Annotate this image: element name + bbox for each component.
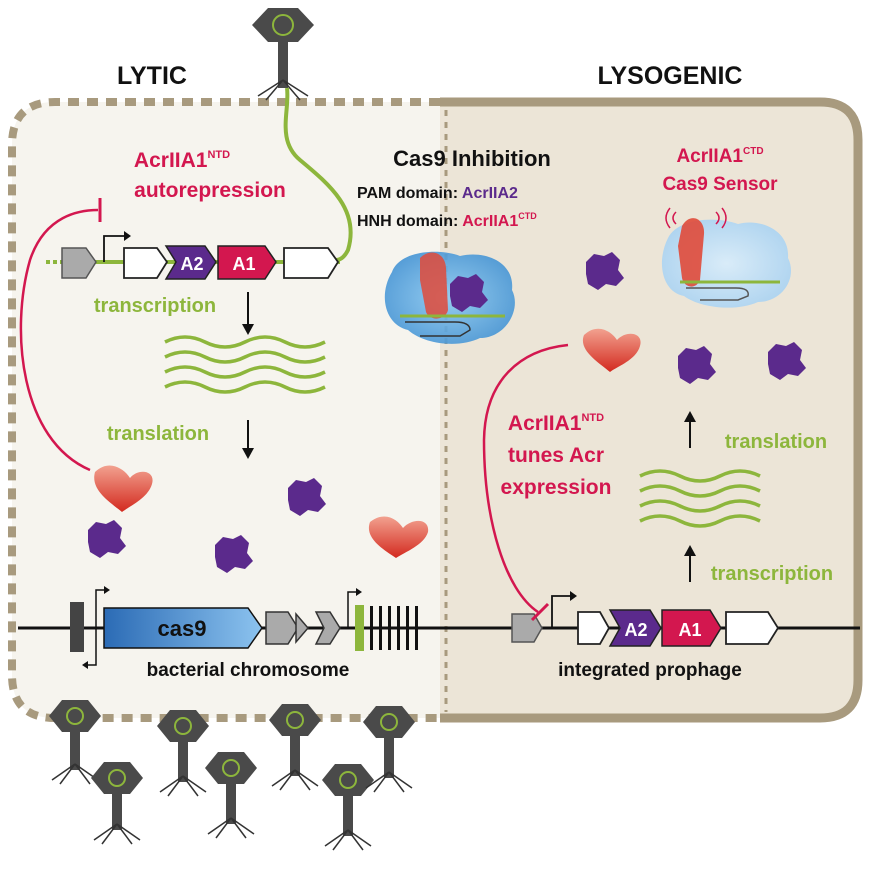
phage-icon bbox=[269, 704, 321, 791]
gene-a2-box bbox=[164, 245, 217, 280]
bacterial-chromosome-label: bacterial chromosome bbox=[147, 660, 350, 681]
promoter-arrow-icon bbox=[347, 591, 356, 628]
gene-box-empty bbox=[123, 247, 169, 279]
cas9-sensor-complex-icon bbox=[661, 207, 792, 308]
arrow-down-icon bbox=[242, 292, 254, 335]
promoter-arrow-icon bbox=[551, 595, 570, 628]
transcription-label-left: transcription bbox=[94, 295, 216, 317]
phage-icon bbox=[205, 752, 257, 839]
arrow-down-icon bbox=[242, 420, 254, 459]
prophage-operon: A2 A1 bbox=[511, 591, 780, 647]
expression-label: expression bbox=[501, 476, 612, 499]
tunes-acr-label: tunes Acr bbox=[508, 444, 604, 467]
arrow-up-icon bbox=[684, 411, 696, 448]
phage-icon bbox=[49, 700, 101, 785]
tuning-arc bbox=[482, 343, 569, 614]
gene-a2-label: A2 bbox=[624, 620, 647, 640]
tunes-acr1-ntd-label: AcrIIA1NTD bbox=[508, 412, 604, 435]
phage-icon bbox=[91, 762, 143, 845]
gene-a1-box bbox=[217, 245, 277, 280]
mrna-waves-right bbox=[639, 469, 761, 528]
protein-red-icon bbox=[368, 516, 429, 558]
gene-small-grey bbox=[295, 611, 309, 645]
promoter-arrow-icon bbox=[103, 235, 124, 262]
translation-label-left: translation bbox=[107, 423, 209, 445]
gene-a1-label: A1 bbox=[678, 620, 701, 640]
transcription-label-right: transcription bbox=[711, 563, 833, 585]
cas9-complex-icon bbox=[384, 251, 515, 344]
injected-dna bbox=[283, 87, 353, 262]
phage-injecting-icon bbox=[252, 8, 314, 101]
gene-block-dark bbox=[70, 602, 84, 652]
phage-icon bbox=[363, 706, 415, 793]
gene-a1-box bbox=[661, 609, 722, 647]
sensor-acr1-ctd-label: AcrIIA1CTD bbox=[676, 146, 763, 167]
lysogenic-header: LYSOGENIC bbox=[598, 62, 743, 90]
mrna-waves-left bbox=[164, 335, 326, 394]
crispr-array bbox=[370, 606, 418, 650]
promoter-arrow-icon bbox=[88, 628, 97, 666]
gene-a2-label: A2 bbox=[180, 254, 203, 274]
gene-small-grey bbox=[265, 611, 299, 645]
cas9-gene-box bbox=[103, 607, 263, 649]
gene-small-grey bbox=[314, 611, 341, 645]
hnh-domain-label: HNH domain: AcrIIA1CTD bbox=[357, 211, 537, 230]
gene-box-empty-2 bbox=[283, 247, 340, 279]
bacterial-chromosome-genes: cas9 bbox=[70, 586, 418, 669]
translation-label-right: translation bbox=[725, 431, 827, 453]
cas9-inhibition-title: Cas9 Inhibition bbox=[393, 146, 551, 171]
cas9-gene-label: cas9 bbox=[158, 616, 207, 641]
lytic-header: LYTIC bbox=[117, 62, 187, 90]
gene-a2-box bbox=[608, 609, 662, 647]
autorepression-label: autorepression bbox=[134, 179, 286, 202]
acr1-ntd-label: AcrIIA1NTD bbox=[134, 149, 230, 172]
protein-purple-icon bbox=[88, 478, 326, 573]
gene-box-repressor bbox=[61, 247, 97, 279]
protein-red-icon bbox=[582, 328, 641, 372]
gene-box-empty-2 bbox=[725, 611, 780, 645]
protein-red-icon bbox=[94, 465, 153, 512]
protein-purple-icon bbox=[586, 252, 806, 384]
gene-box-repressor bbox=[511, 613, 543, 643]
pam-domain-label: PAM domain: AcrIIA2 bbox=[357, 185, 518, 202]
inhibition-bar-icon bbox=[530, 602, 550, 622]
autorepression-arc bbox=[19, 208, 99, 472]
arrow-up-icon bbox=[684, 545, 696, 582]
crispr-spacer-green bbox=[355, 605, 364, 651]
integrated-prophage-label: integrated prophage bbox=[558, 660, 742, 681]
phage-icon bbox=[322, 764, 374, 851]
promoter-arrow-icon bbox=[95, 589, 104, 628]
cas9-sensor-label: Cas9 Sensor bbox=[662, 174, 778, 195]
phage-icon bbox=[157, 710, 209, 797]
lytic-operon: A2 A1 bbox=[46, 231, 340, 280]
gene-box-empty bbox=[577, 611, 611, 645]
gene-a1-label: A1 bbox=[232, 254, 255, 274]
